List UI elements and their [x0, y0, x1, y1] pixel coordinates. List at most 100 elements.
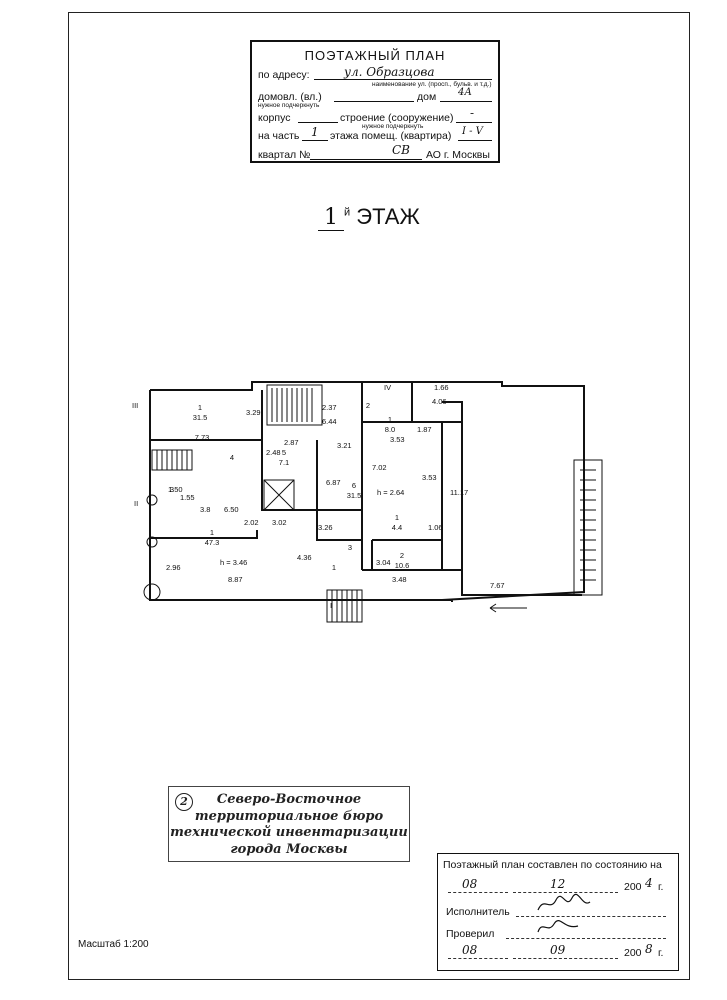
- address-row: по адресу:: [258, 69, 310, 81]
- column-corner-2: [146, 536, 158, 548]
- dim: 4.36: [297, 553, 312, 562]
- room-label: 2: [366, 401, 370, 410]
- bti-stamp: 2 Северо-Восточное территориальное бюро …: [168, 786, 410, 862]
- dim: 1.50: [168, 485, 183, 494]
- executor-label: Исполнитель: [446, 906, 510, 918]
- floor-number: 1: [318, 205, 344, 231]
- stroenie-label: строение (сооружение): [340, 112, 454, 124]
- roman-label: III: [132, 401, 138, 410]
- checked-label: Проверил: [446, 928, 495, 940]
- date2-year-prefix: 200: [624, 947, 642, 959]
- korpus-label: корпус: [258, 112, 291, 124]
- wall-room-2: [371, 539, 442, 570]
- room-area: 10.6: [395, 561, 410, 570]
- dim: 3.26: [318, 523, 333, 532]
- stamp-line: технической инвентаризации: [170, 825, 408, 840]
- date2-month-line: [513, 946, 618, 959]
- room-label: 1: [210, 528, 214, 537]
- dom-value: 4А: [458, 87, 472, 98]
- dim: 7.73: [195, 433, 210, 442]
- room-area: 47.3: [205, 538, 220, 547]
- dim: 3.21: [337, 441, 352, 450]
- dim: 2.02: [244, 518, 259, 527]
- room-label: 1: [388, 415, 392, 424]
- entry-arrow: [489, 603, 527, 613]
- room-label: 5: [282, 448, 286, 457]
- checked-line: [506, 926, 666, 939]
- date1-month: 12: [550, 877, 566, 891]
- date1-year-digit: 4: [645, 876, 653, 890]
- dim: 3.02: [272, 518, 287, 527]
- wall-corridor: [316, 440, 363, 570]
- checked-signature: [537, 920, 579, 933]
- stamp-line: города Москвы: [230, 841, 348, 857]
- dim: 2.48: [266, 448, 281, 457]
- roman-label: I: [330, 601, 332, 610]
- elevator-shaft: [263, 479, 295, 511]
- dim: 1.66: [434, 383, 449, 392]
- room-area: 7.1: [279, 458, 289, 467]
- address-value: ул. Образцова: [344, 65, 435, 79]
- date2-year-suffix: г.: [658, 947, 664, 959]
- date2-day: 08: [462, 943, 478, 957]
- dim: 3.53: [422, 473, 437, 482]
- wall-top-right: [361, 382, 463, 422]
- dim: 8.87: [228, 575, 243, 584]
- page-frame: [68, 12, 690, 980]
- column-corner-3: [146, 494, 158, 506]
- chast-value: 1: [311, 125, 319, 139]
- room-area: 8.0: [385, 425, 395, 434]
- stroenie-value: -: [470, 106, 475, 120]
- dim: 11.17: [450, 488, 468, 497]
- stamp-number: 2: [175, 793, 193, 811]
- dim: 3.29: [246, 408, 261, 417]
- executor-signature: [537, 893, 591, 911]
- dom-label: дом: [417, 91, 437, 103]
- stamp-line: территориальное бюро: [194, 808, 384, 824]
- dim: 3.04: [376, 558, 391, 567]
- wall-annex: [442, 421, 463, 571]
- underline-hint-1: нужное подчеркнуть: [258, 102, 320, 109]
- dim: 6.50: [224, 505, 239, 514]
- room-area: 31.5: [347, 491, 362, 500]
- room-label: 3: [348, 543, 352, 552]
- dim: 2.96: [166, 563, 181, 572]
- date1-day-line: [448, 880, 508, 893]
- dom-underline: [440, 89, 492, 102]
- date1-year-prefix: 200: [624, 881, 642, 893]
- stair-bottom: [326, 589, 363, 623]
- scale-label: Масштаб 1:200: [78, 939, 149, 950]
- room-label: 3: [170, 485, 174, 494]
- address-hint: наименование ул. (просп., бульв. и т.д.): [372, 81, 492, 88]
- room-area: 4.4: [392, 523, 402, 532]
- dim: 7.02: [372, 463, 387, 472]
- dim: 1.87: [417, 425, 432, 434]
- dim: 1.06: [428, 523, 443, 532]
- korpus-underline: [298, 110, 338, 123]
- wall-low-right: [461, 570, 582, 596]
- room-label: 1: [198, 403, 202, 412]
- stair-right: [573, 459, 603, 596]
- room-label: 2: [400, 551, 404, 560]
- kvartal-label: квартал №: [258, 149, 311, 161]
- domovl-label: домовл. (вл.): [258, 91, 322, 103]
- kvartal-underline: [310, 147, 422, 160]
- date1-month-line: [513, 880, 618, 893]
- dim: 6.44: [322, 417, 337, 426]
- dim: 2.37: [322, 403, 337, 412]
- date2-month: 09: [550, 943, 566, 957]
- executor-line: [516, 904, 666, 917]
- stroenie-underline: [456, 110, 492, 123]
- date1-year-suffix: г.: [658, 881, 664, 893]
- dim: 3.8: [200, 505, 210, 514]
- stair-top: [266, 384, 323, 426]
- room-label: 1: [332, 563, 336, 572]
- dim: 4.06: [432, 397, 447, 406]
- chast-label-2: этажа помещ. (квартира): [330, 130, 452, 142]
- date2-year-digit: 8: [645, 942, 653, 956]
- header-box: ПОЭТАЖНЫЙ ПЛАН по адресу: ул. Образцова …: [250, 40, 500, 163]
- state-title: Поэтажный план составлен по состоянию на: [443, 859, 662, 871]
- header-title: ПОЭТАЖНЫЙ ПЛАН: [304, 48, 446, 63]
- kvartira-underline: [458, 128, 492, 141]
